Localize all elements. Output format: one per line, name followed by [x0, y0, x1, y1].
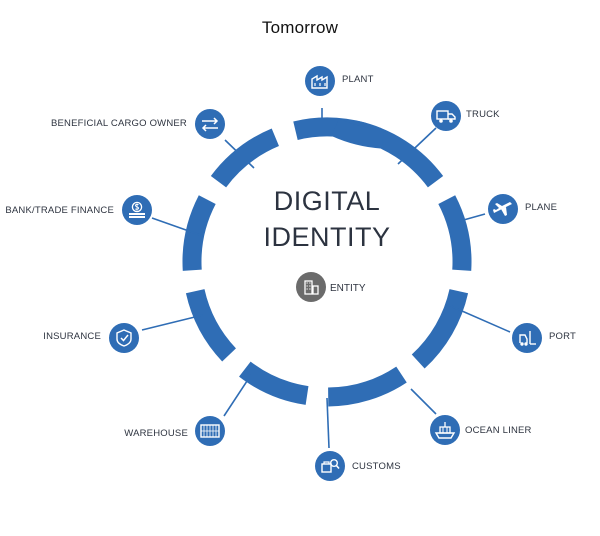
- ring-segment: [411, 288, 469, 369]
- connector-beneficial-cargo-owner: [224, 139, 255, 169]
- node-label-warehouse: WAREHOUSE: [124, 428, 188, 439]
- ring-segment: [185, 288, 237, 362]
- ring-segment: [327, 366, 407, 407]
- ring-segment: [210, 128, 280, 188]
- customs-search-icon: [315, 451, 345, 481]
- node-label-beneficial-cargo-owner: BENEFICIAL CARGO OWNER: [50, 118, 187, 129]
- connector-plane: [459, 213, 486, 222]
- diagram-title: Tomorrow: [261, 18, 339, 37]
- factory-icon: [305, 66, 335, 96]
- connector-insurance: [141, 314, 204, 331]
- node-label-port: PORT: [549, 331, 577, 342]
- center-title-line2: IDENTITY: [263, 222, 391, 252]
- node-label-insurance: INSURANCE: [43, 331, 101, 342]
- shield-check-icon: [109, 323, 139, 353]
- node-label-plant: PLANT: [342, 74, 374, 85]
- identity-ring: [182, 117, 472, 407]
- node-label-truck: TRUCK: [466, 109, 500, 120]
- entity-node: [296, 272, 326, 302]
- node-label-customs: CUSTOMS: [352, 461, 401, 472]
- connector-warehouse: [223, 374, 252, 417]
- exchange-arrows-icon: [195, 109, 225, 139]
- node-label-bank-trade-finance: BANK/TRADE FINANCE: [5, 205, 114, 216]
- node-label-plane: PLANE: [525, 202, 558, 213]
- node-label-ocean-liner: OCEAN LINER: [465, 425, 532, 436]
- connector-bank-trade-finance: [151, 217, 204, 237]
- connector-ocean-liner: [410, 388, 437, 415]
- warehouse-icon: [195, 416, 225, 446]
- node-icons: [109, 66, 542, 481]
- forklift-icon: [512, 323, 542, 353]
- building-icon: [296, 272, 326, 302]
- entity-label: ENTITY: [330, 283, 366, 294]
- connector-port: [445, 303, 511, 333]
- ring-segment: [438, 195, 472, 271]
- connector-truck: [397, 127, 437, 165]
- coin-stack-icon: [122, 195, 152, 225]
- truck-icon: [431, 101, 461, 131]
- ship-icon: [430, 415, 460, 445]
- ring-segment: [331, 118, 384, 149]
- center-title-line1: DIGITAL: [273, 186, 381, 216]
- plane-icon: [488, 194, 518, 224]
- connector-customs: [326, 397, 330, 449]
- ring-segment: [239, 361, 309, 405]
- connector-lines: [141, 108, 511, 449]
